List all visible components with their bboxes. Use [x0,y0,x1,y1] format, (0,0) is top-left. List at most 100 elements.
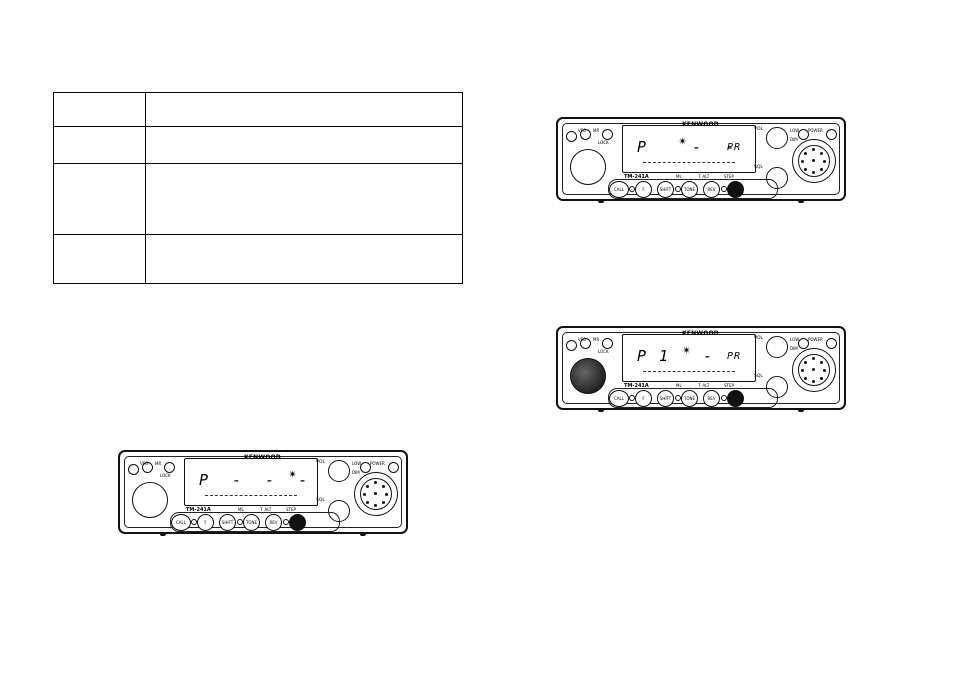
indicator-lamp [675,395,681,401]
connector-ring [798,354,830,386]
table-row-divider [54,234,462,235]
power-label: POWER [370,461,385,466]
connector-pin [812,148,815,151]
connector-pin [366,485,369,488]
model-label: TM-241A [624,383,649,389]
connector-pin [812,357,815,360]
talt-label: T. ALT [260,507,272,512]
ml-label: ML [676,174,682,179]
mr-label: MR [593,128,600,133]
connector-pin [820,168,823,171]
indicator-lamp [629,395,635,401]
lcd-main-readout: P - - - [199,471,310,489]
sql-label: SQL [316,498,325,503]
rev-key: REV [703,181,720,198]
mr-label: MR [593,337,600,342]
connector-pin [801,160,804,163]
connector-pin [804,361,807,364]
vol-label: VOL [316,460,326,465]
connector-pin [804,377,807,380]
low-dim-key [798,129,809,140]
mount-foot [360,532,366,536]
tone-key: TONE [681,181,698,198]
model-label: TM-241A [186,507,211,513]
connector-ring [360,478,392,510]
mount-foot [598,408,604,412]
table-row-divider [54,163,462,164]
mic-connector [792,348,836,392]
lcd-display: P 1 -PR [622,334,756,382]
brand-logo: KENWOOD [682,121,719,128]
power-key [388,462,399,473]
connector-pin [374,504,377,507]
power-label: POWER [808,337,823,342]
indicator-lamp [191,519,197,525]
f-key: F [635,390,652,407]
tone-key: TONE [681,390,698,407]
brand-logo: KENWOOD [244,454,281,461]
connector-pin [812,380,815,383]
low-dim-key [360,462,371,473]
power-key [826,129,837,140]
vfo-key [566,131,577,142]
lock-label: LOCK [598,140,609,145]
model-label: TM-241A [624,174,649,180]
connector-pin [366,501,369,504]
shift-key: SHIFT [219,514,236,531]
power-key [826,338,837,349]
connector-pin [382,485,385,488]
dim-label: DIM [790,346,798,351]
low-label: LOW [790,128,800,133]
connector-pin [801,369,804,372]
vfo-label: VFO [578,128,587,133]
blink-indicator: ✴ [682,344,692,357]
vol-knob [328,460,350,482]
mount-foot [160,532,166,536]
talt-label: T. ALT [698,174,710,179]
connector-pin [385,493,388,496]
lcd-display: P - -PR [622,125,756,173]
connector-pin [812,171,815,174]
ml-label: ML [238,507,244,512]
blink-indicator: ✴ [288,468,298,481]
vfo-key [128,464,139,475]
mount-foot [798,408,804,412]
f-key: F [635,181,652,198]
blink-indicator: ✴ [678,135,688,148]
indicator-lamp [237,519,243,525]
main-dial-key [727,390,744,407]
vfo-label: VFO [578,337,587,342]
main-dial-key [727,181,744,198]
shift-key: SHIFT [657,390,674,407]
rev-key: REV [703,390,720,407]
connector-pin [374,492,377,495]
s-meter [205,495,297,498]
vol-knob [766,336,788,358]
vol-knob [766,127,788,149]
tuning-knob [132,482,168,518]
connector-pin [823,369,826,372]
call-key: CALL [171,514,191,531]
mount-foot [598,199,604,203]
radio-bezel [562,123,840,195]
mount-foot [798,199,804,203]
mic-connector [354,472,398,516]
talt-label: T. ALT [698,383,710,388]
rev-key: REV [265,514,282,531]
tone-key: TONE [243,514,260,531]
brand-logo: KENWOOD [682,330,719,337]
lcd-main-readout: P - - [637,138,737,156]
connector-pin [363,493,366,496]
vol-label: VOL [754,127,764,132]
lock-key [164,462,175,473]
indicator-lamp [721,395,727,401]
connector-pin [812,368,815,371]
dim-label: DIM [352,470,360,475]
connector-pin [804,168,807,171]
main-dial-key [289,514,306,531]
ml-label: ML [676,383,682,388]
radio-bezel [124,456,402,528]
indicator-lamp [721,186,727,192]
